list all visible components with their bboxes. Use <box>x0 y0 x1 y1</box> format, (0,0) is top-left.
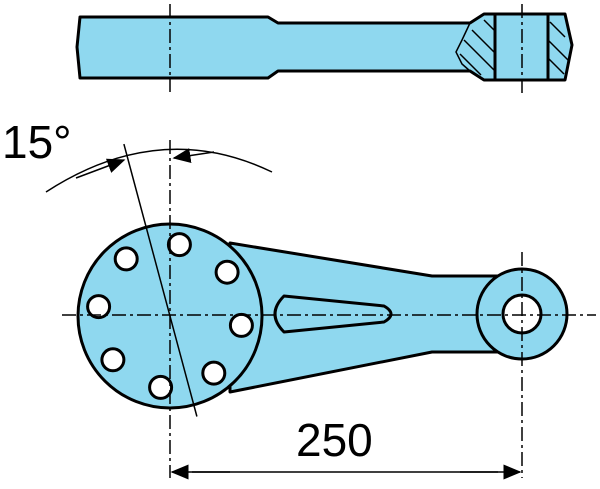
length-dimension-label: 250 <box>296 414 373 466</box>
bolt-hole <box>86 294 112 320</box>
hatch-line <box>471 29 495 53</box>
angle-arrow-left <box>75 158 126 179</box>
hatch-line <box>547 57 565 75</box>
lever-slot <box>273 294 393 334</box>
bolt-hole <box>214 259 240 285</box>
angle-dimension-arc <box>45 148 273 193</box>
hatch-line <box>463 39 495 71</box>
tilted-bolt-axis <box>123 143 198 417</box>
hatch-line <box>483 19 495 31</box>
bolt-hole <box>148 374 174 400</box>
cut-boundary <box>455 22 471 72</box>
bolt-hole <box>100 347 126 373</box>
section-hatching <box>455 14 569 80</box>
bolt-hole-group <box>86 232 254 400</box>
hatch-line <box>547 39 569 61</box>
bolt-hole <box>228 312 254 338</box>
front-view: 15° 250 <box>2 116 596 480</box>
bolt-hole <box>166 232 192 258</box>
top-view <box>75 4 574 96</box>
bolt-hole <box>113 246 139 272</box>
hatch-line <box>549 21 566 38</box>
angle-arrow-right <box>172 148 215 163</box>
hatch-line <box>459 53 482 76</box>
top-view-bar <box>75 12 574 82</box>
bolt-hole <box>201 360 227 386</box>
angle-dimension-label: 15° <box>2 116 72 168</box>
